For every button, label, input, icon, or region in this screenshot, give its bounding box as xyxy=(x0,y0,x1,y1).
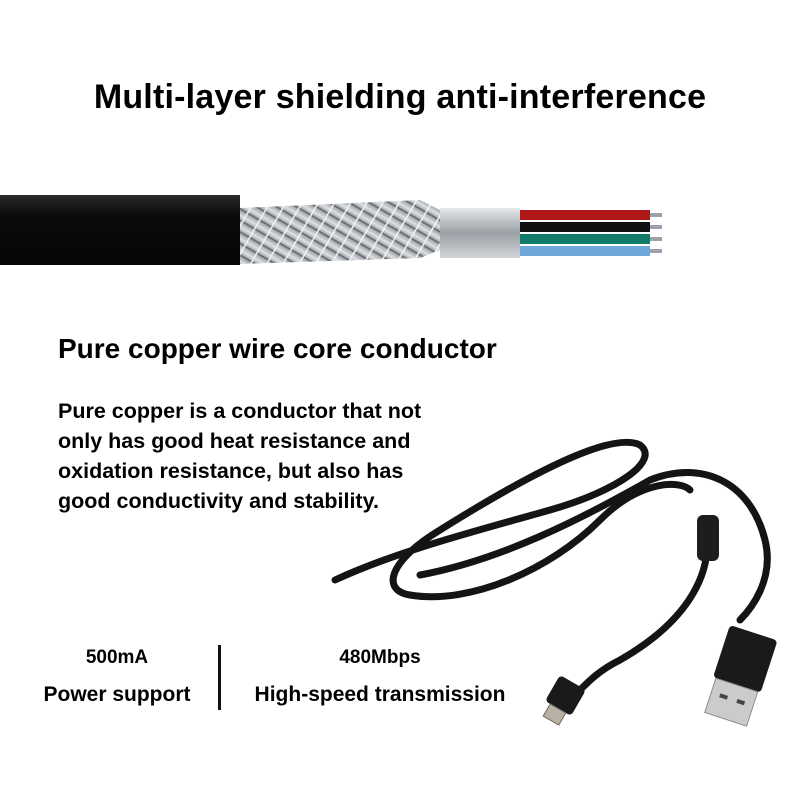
spec-power: 500mA Power support xyxy=(26,647,208,707)
spec-value: 500mA xyxy=(85,647,149,668)
spec-speed: 480Mbps High-speed transmission xyxy=(234,647,526,707)
description-line: good conductivity and stability. xyxy=(58,489,379,513)
section-description: Pure copper is a conductor that not only… xyxy=(58,396,518,516)
description-line: oxidation resistance, but also has xyxy=(58,459,404,483)
spec-label: Power support xyxy=(43,683,191,706)
section-subtitle: Pure copper wire core conductor xyxy=(58,333,497,364)
description-line: only has good heat resistance and xyxy=(58,429,411,453)
page-title: Multi-layer shielding anti-interference xyxy=(93,78,707,116)
shielded-cable-image xyxy=(0,195,662,265)
description-line: Pure copper is a conductor that not xyxy=(58,399,422,423)
spec-divider xyxy=(218,645,221,710)
spec-label: High-speed transmission xyxy=(254,683,506,706)
spec-value: 480Mbps xyxy=(339,647,421,668)
usb-cable-image xyxy=(331,438,777,727)
